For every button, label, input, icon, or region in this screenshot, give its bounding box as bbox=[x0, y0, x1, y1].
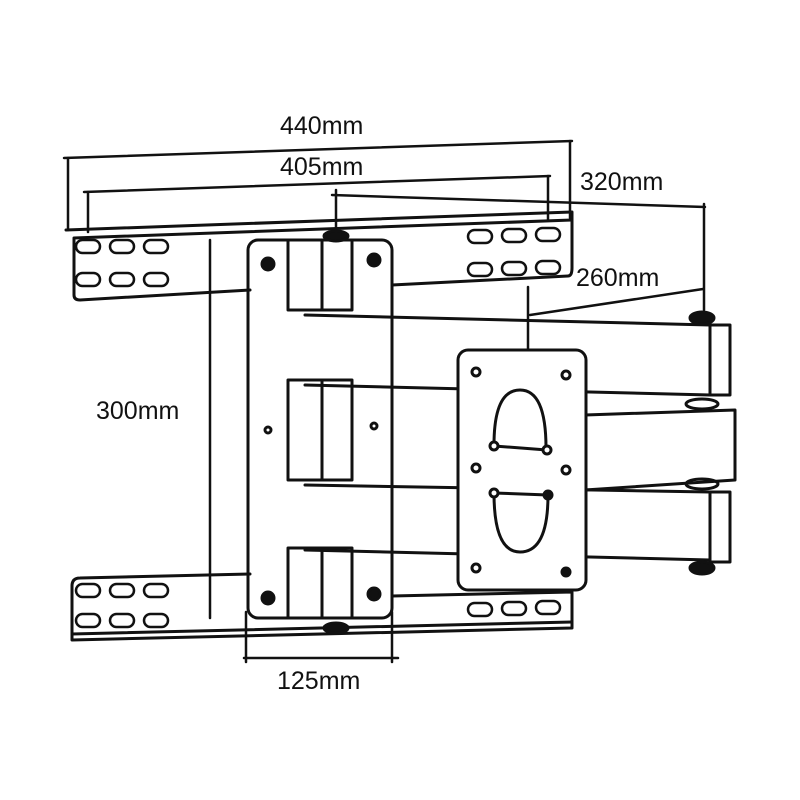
wall-plate bbox=[246, 229, 394, 635]
bottom-wall-rail bbox=[70, 572, 574, 642]
dimension-label-rail-height: 300mm bbox=[96, 397, 180, 425]
dimension-label-min-extension: 260mm bbox=[576, 264, 660, 292]
dimension-label-wall-plate-width: 125mm bbox=[277, 667, 361, 695]
dimension-label-overall-width: 440mm bbox=[280, 112, 364, 140]
vesa-plate bbox=[456, 348, 588, 592]
top-rail-slots bbox=[74, 226, 562, 288]
top-wall-rail bbox=[64, 210, 574, 302]
dimension-label-hole-span: 405mm bbox=[280, 153, 364, 181]
dimension-label-max-extension: 320mm bbox=[580, 168, 664, 196]
